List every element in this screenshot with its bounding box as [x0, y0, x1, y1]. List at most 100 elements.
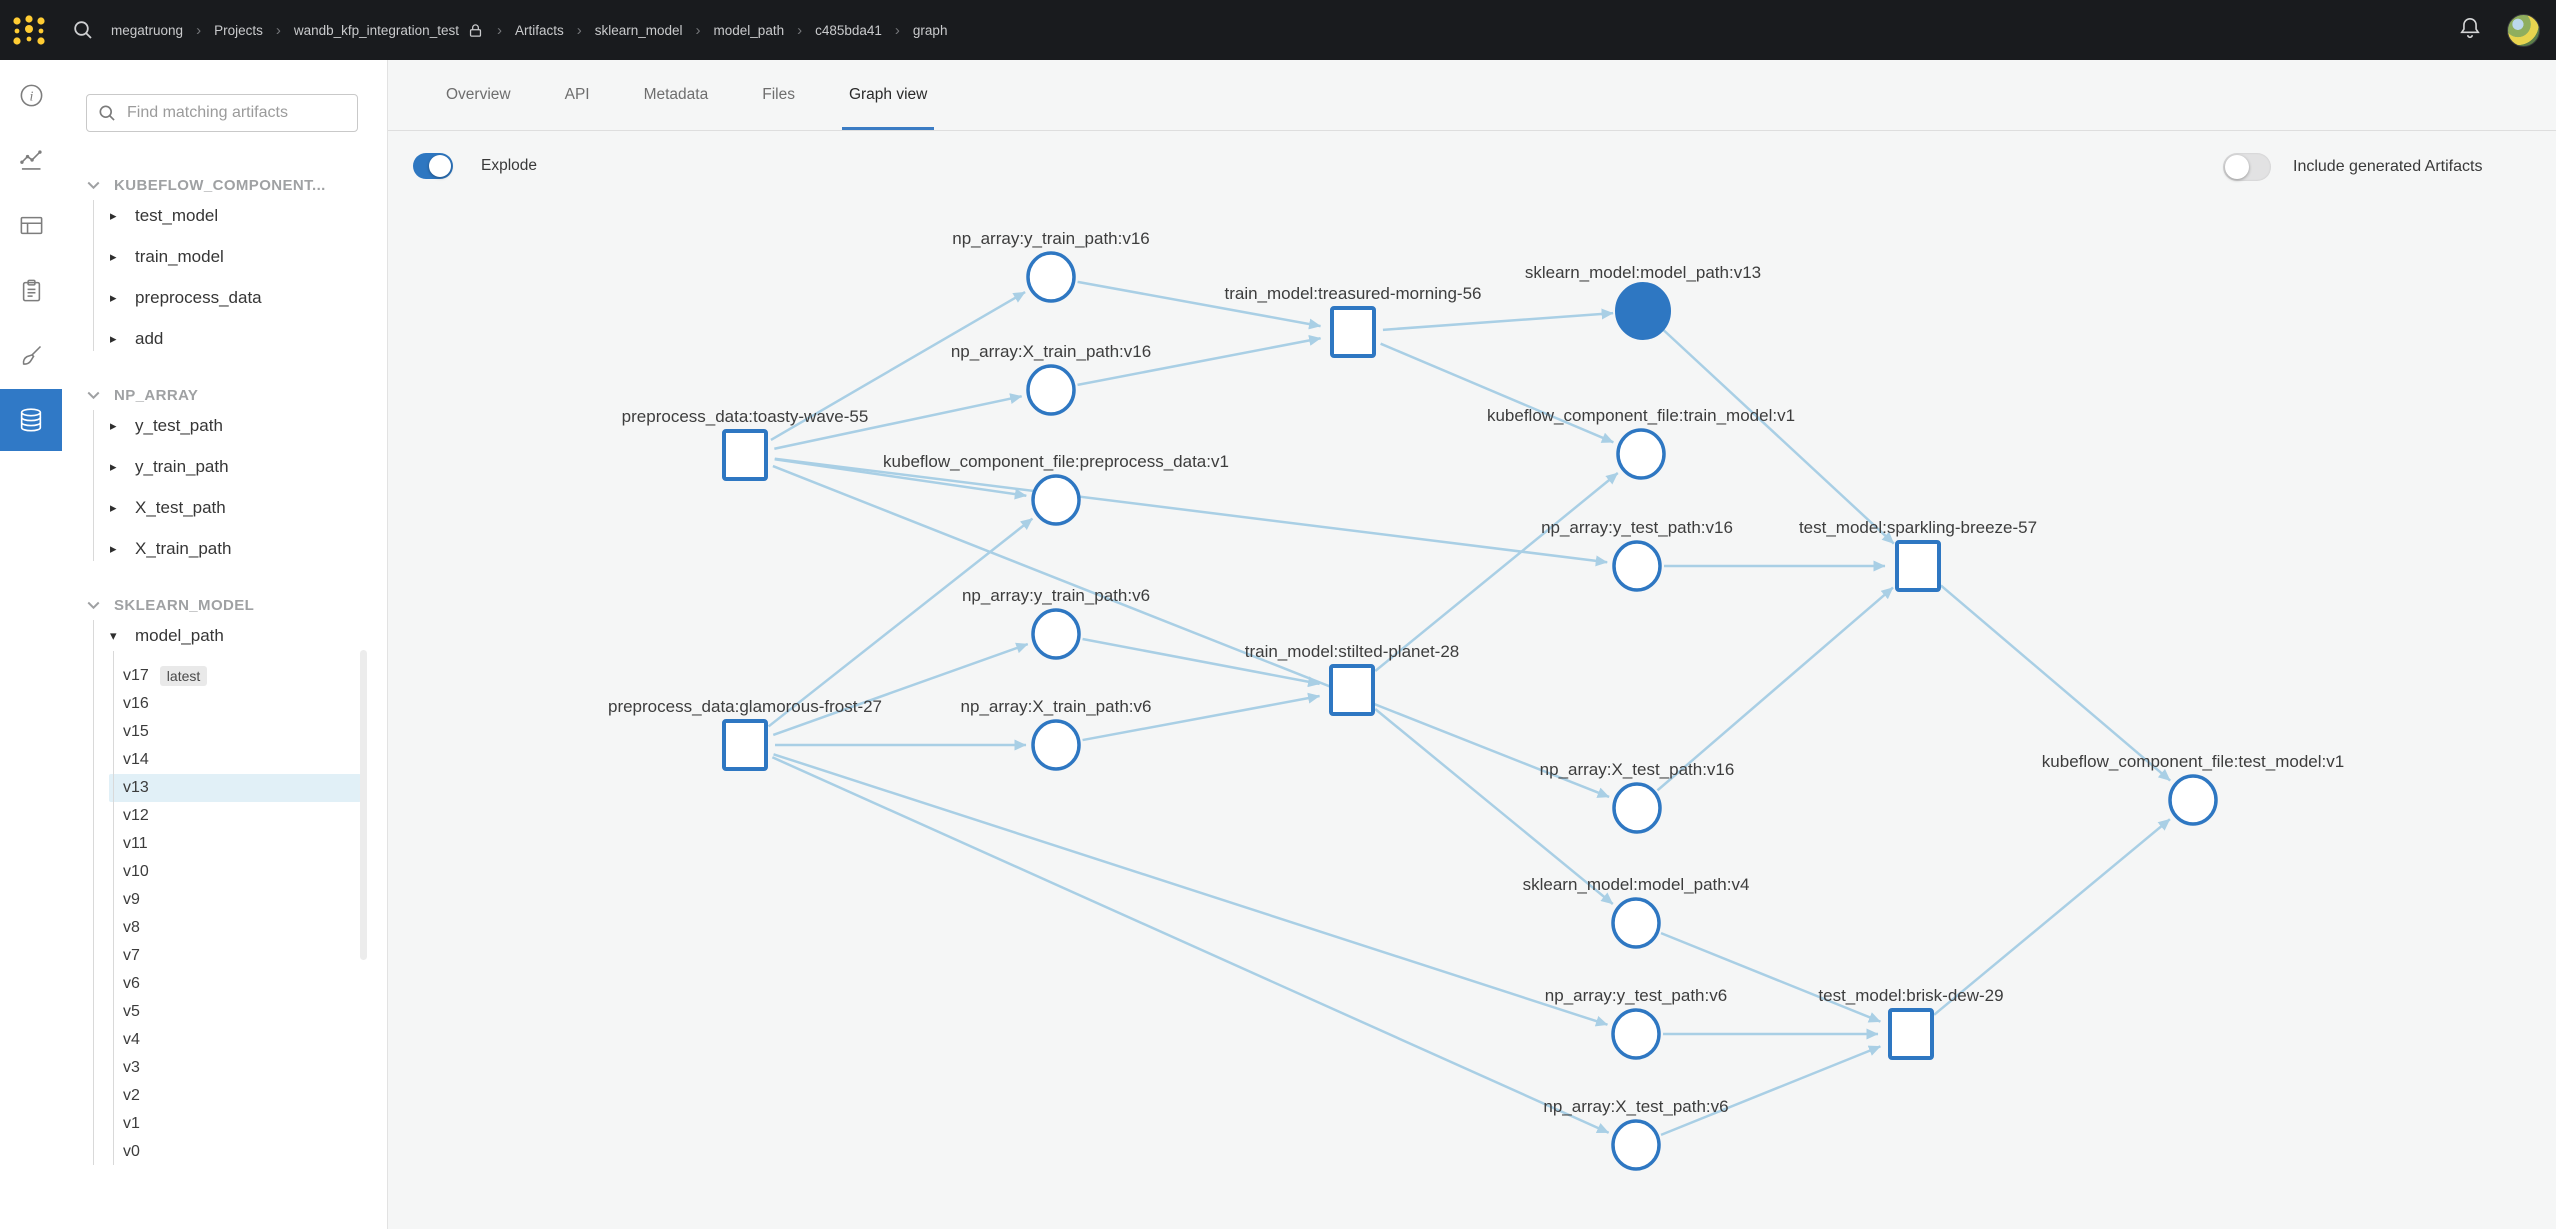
avatar[interactable]: [2507, 13, 2540, 47]
triangle-down-icon: ▾: [110, 628, 117, 643]
graph-node-ytest16[interactable]: [1612, 540, 1662, 592]
bell-icon[interactable]: [2457, 15, 2483, 46]
version-row-v8[interactable]: v8: [62, 914, 387, 942]
search-input[interactable]: [86, 94, 358, 132]
graph-edge-toasty-to-kcf_pre: [774, 458, 1027, 500]
graph-node-label-kcf_train: kubeflow_component_file:train_model:v1: [1487, 406, 1795, 425]
tree-indent-guide: [93, 410, 94, 561]
breadcrumb-item-Artifacts[interactable]: Artifacts: [514, 22, 564, 38]
version-row-v7[interactable]: v7: [62, 942, 387, 970]
tree-item-X_train_path[interactable]: ▸X_train_path: [62, 534, 387, 564]
version-row-v16[interactable]: v16: [62, 690, 387, 718]
graph-edge-toasty-to-Xtrain16: [774, 393, 1023, 450]
wandb-logo-icon[interactable]: [9, 12, 49, 48]
version-label: v10: [123, 863, 149, 880]
version-row-v15[interactable]: v15: [62, 718, 387, 746]
explode-toggle[interactable]: [413, 153, 453, 179]
graph-node-Xtrain6[interactable]: [1031, 719, 1081, 771]
tree-section-np_array[interactable]: NP_ARRAY: [62, 380, 387, 410]
graph-edge-glamorous-to-kcf_pre: [767, 517, 1034, 728]
graph-edge-toasty-to-Xtest16: [772, 464, 1610, 799]
tree-item-add[interactable]: ▸add: [62, 324, 387, 354]
breadcrumb-item-wandb_kfp_integration_test[interactable]: wandb_kfp_integration_test: [294, 22, 484, 39]
graph-node-ytrain6[interactable]: [1031, 608, 1081, 660]
graph-node-v4[interactable]: [1611, 897, 1661, 949]
tree-item-X_test_path[interactable]: ▸X_test_path: [62, 493, 387, 523]
tree-section-label: KUBEFLOW_COMPONENT...: [114, 176, 326, 194]
version-row-v11[interactable]: v11: [62, 830, 387, 858]
graph-node-label-ytest16: np_array:y_test_path:v16: [1541, 518, 1733, 537]
tab-api[interactable]: API: [564, 86, 590, 103]
graph-node-toasty[interactable]: [722, 429, 768, 481]
breadcrumb-item-Projects[interactable]: Projects: [214, 22, 263, 38]
version-label: v0: [123, 1143, 140, 1160]
graph-node-glamorous[interactable]: [722, 719, 768, 771]
rail-item-info[interactable]: i: [0, 69, 62, 121]
graph-node-ytrain16[interactable]: [1026, 251, 1076, 303]
version-row-v4[interactable]: v4: [62, 1026, 387, 1054]
tree-section-kubeflow_component...[interactable]: KUBEFLOW_COMPONENT...: [62, 170, 387, 200]
tree-indent-guide: [93, 620, 94, 1165]
tree-item-y_train_path[interactable]: ▸y_train_path: [62, 452, 387, 482]
version-row-v14[interactable]: v14: [62, 746, 387, 774]
triangle-right-icon: ▸: [110, 418, 117, 433]
version-row-v6[interactable]: v6: [62, 970, 387, 998]
rail-item-reports[interactable]: [0, 264, 62, 316]
breadcrumb-separator: ›: [797, 21, 803, 39]
triangle-right-icon: ▸: [110, 249, 117, 264]
version-row-v2[interactable]: v2: [62, 1082, 387, 1110]
version-row-v13[interactable]: v13: [109, 774, 361, 802]
version-row-v12[interactable]: v12: [62, 802, 387, 830]
graph-edge-stilted-to-v4: [1374, 708, 1614, 905]
tab-graph-view[interactable]: Graph view: [842, 60, 934, 130]
graph-node-Xtest16[interactable]: [1612, 782, 1662, 834]
graph-node-sparkling[interactable]: [1895, 540, 1941, 592]
rail-item-workspace[interactable]: [0, 134, 62, 186]
tree-item-test_model[interactable]: ▸test_model: [62, 201, 387, 231]
graph-node-ytest6[interactable]: [1611, 1008, 1661, 1060]
version-row-v5[interactable]: v5: [62, 998, 387, 1026]
graph-node-label-ytrain16: np_array:y_train_path:v16: [952, 229, 1150, 248]
include-generated-artifacts-label: Include generated Artifacts: [2293, 158, 2483, 175]
graph-node-stilted[interactable]: [1329, 664, 1375, 716]
include-generated-artifacts-toggle[interactable]: [2223, 153, 2271, 181]
graph-node-label-Xtrain16: np_array:X_train_path:v16: [951, 342, 1151, 361]
breadcrumb-item-model_path[interactable]: model_path: [713, 22, 785, 38]
graph-node-kcf_test[interactable]: [2168, 774, 2218, 826]
panel-scrollbar[interactable]: [360, 650, 367, 960]
breadcrumb-item-megatruong[interactable]: megatruong: [111, 22, 184, 38]
tab-metadata[interactable]: Metadata: [643, 86, 709, 103]
graph-node-treasured[interactable]: [1330, 306, 1376, 358]
breadcrumb-item-sklearn_model[interactable]: sklearn_model: [594, 22, 683, 38]
breadcrumb-separator: ›: [576, 21, 582, 39]
tree-section-sklearn_model[interactable]: SKLEARN_MODEL: [62, 590, 387, 620]
tree-item-preprocess_data[interactable]: ▸preprocess_data: [62, 283, 387, 313]
version-row-v3[interactable]: v3: [62, 1054, 387, 1082]
breadcrumb-item-c485bda41[interactable]: c485bda41: [815, 22, 882, 38]
tab-files[interactable]: Files: [762, 86, 795, 103]
version-row-v10[interactable]: v10: [62, 858, 387, 886]
graph-edge-glamorous-to-ytrain6: [772, 642, 1029, 737]
graph-node-kcf_train[interactable]: [1616, 428, 1666, 480]
version-row-v1[interactable]: v1: [62, 1110, 387, 1138]
tree-item-train_model[interactable]: ▸train_model: [62, 242, 387, 272]
tree-item-y_test_path[interactable]: ▸y_test_path: [62, 411, 387, 441]
graph-node-brisk[interactable]: [1888, 1008, 1934, 1060]
search-icon[interactable]: [71, 18, 95, 42]
graph-node-label-ytrain6: np_array:y_train_path:v6: [962, 586, 1150, 605]
tree-item-model_path[interactable]: ▾model_path: [62, 621, 387, 651]
breadcrumb-item-graph[interactable]: graph: [912, 22, 948, 38]
rail-item-tables[interactable]: [0, 199, 62, 251]
version-row-v0[interactable]: v0: [62, 1138, 387, 1166]
graph-node-Xtest6[interactable]: [1611, 1119, 1661, 1171]
breadcrumb-separator: ›: [695, 21, 701, 39]
graph-node-kcf_pre[interactable]: [1031, 474, 1081, 526]
graph-node-Xtrain16[interactable]: [1026, 364, 1076, 416]
rail-item-sweeps[interactable]: [0, 329, 62, 381]
triangle-right-icon: ▸: [110, 541, 117, 556]
graph-node-v13-selected[interactable]: [1615, 282, 1671, 340]
version-row-v9[interactable]: v9: [62, 886, 387, 914]
tab-overview[interactable]: Overview: [446, 86, 511, 103]
rail-item-artifacts[interactable]: [0, 389, 62, 451]
